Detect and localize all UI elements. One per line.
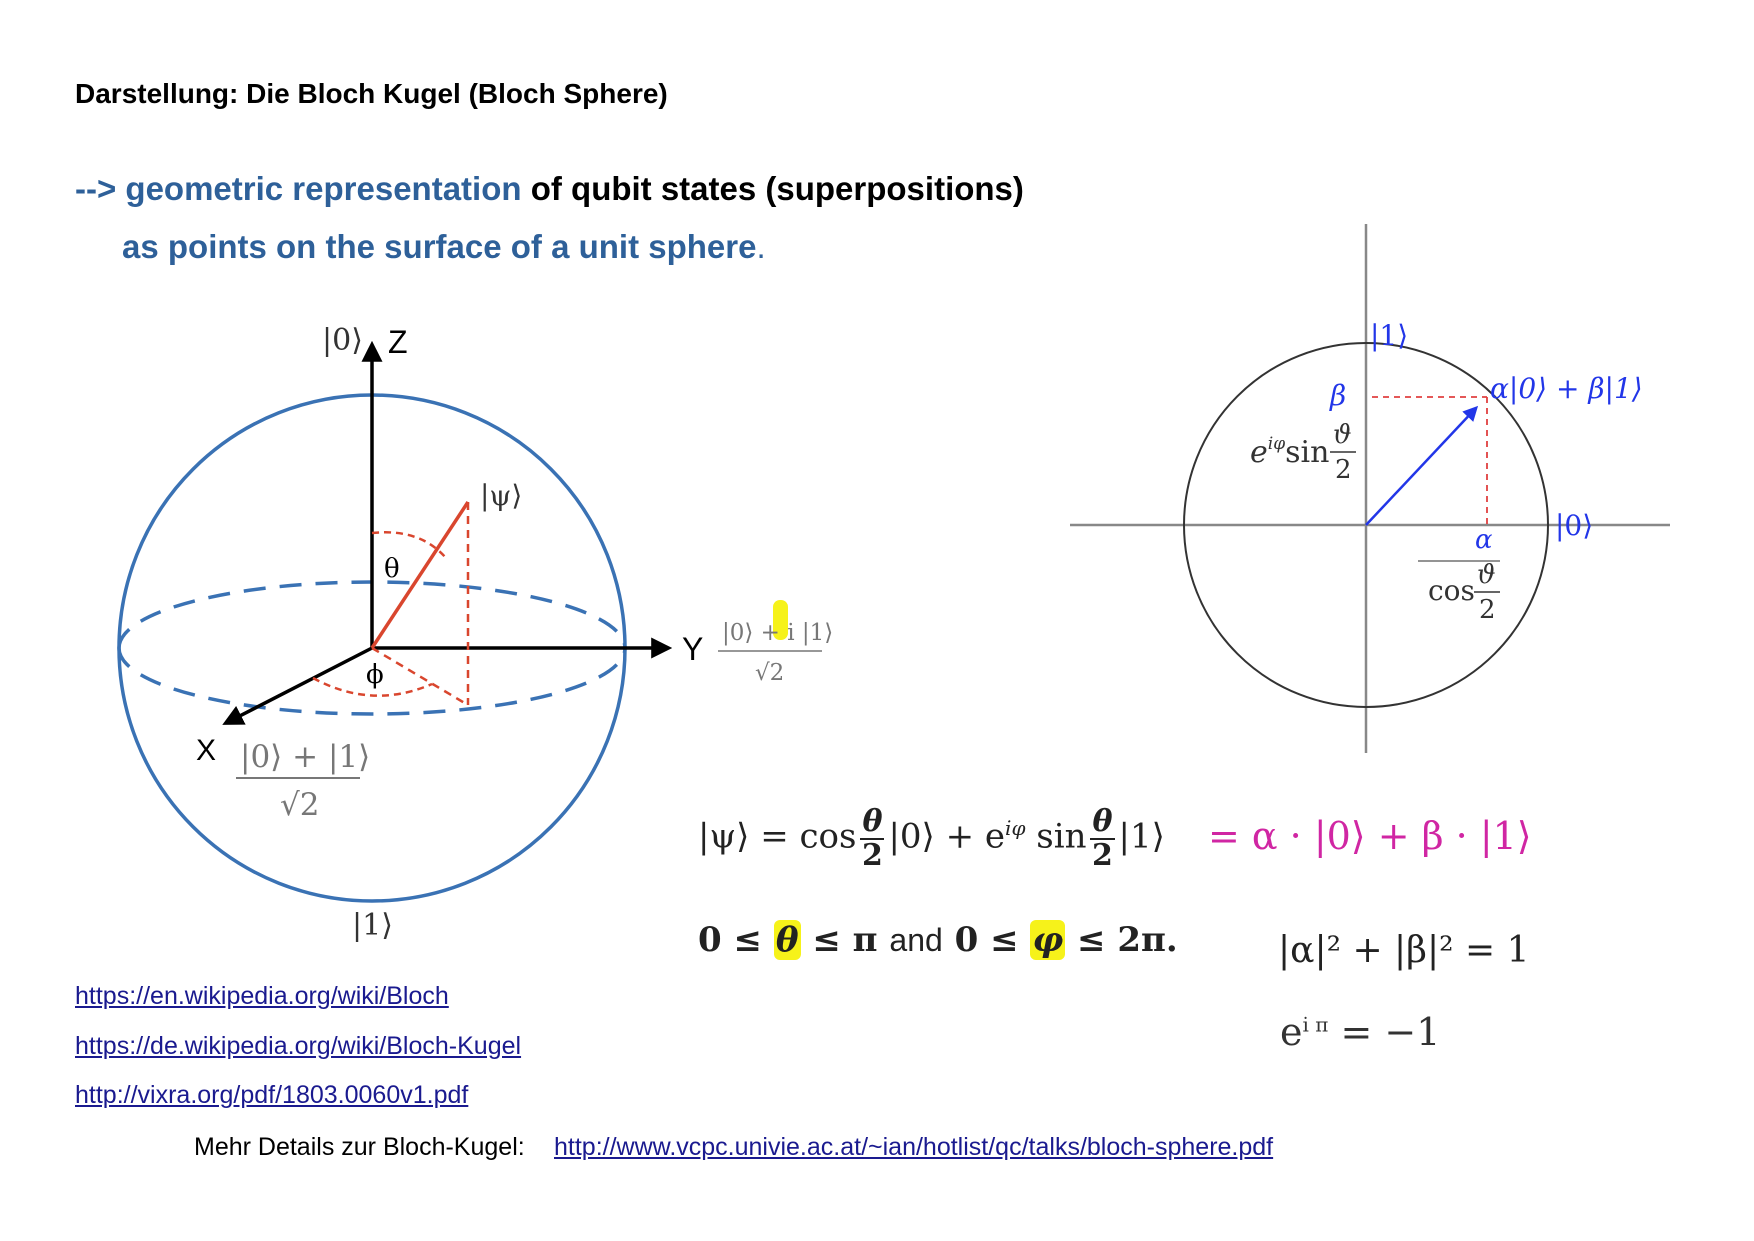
sin-frac-den: 2 — [1335, 455, 1352, 485]
psi-sin: sin — [1025, 816, 1087, 857]
circle-ket1-label: |1⟩ — [1370, 319, 1408, 352]
sin-frac-num: ϑ — [1333, 420, 1352, 450]
psi-ket0-plus: |0⟩ + e — [888, 816, 1006, 857]
range-part-a: 0 ≤ — [698, 920, 774, 960]
alpha-label: α — [1475, 525, 1493, 555]
x-label: X — [196, 734, 216, 767]
unit-circle — [1183, 342, 1549, 708]
euler-base: e — [1280, 1010, 1303, 1054]
sin-function: sin — [1285, 435, 1329, 470]
phi-label: ϕ — [366, 660, 384, 690]
bloch-sphere: |0⟩ Z |ψ⟩ θ ϕ Y X |1⟩ |0⟩ + i |1⟩ √2 |0⟩… — [117, 323, 833, 943]
psi-lhs: |ψ⟩ = cos — [698, 816, 857, 857]
theta-label: θ — [384, 554, 400, 584]
link-wikipedia-de[interactable]: https://de.wikipedia.org/wiki/Bloch-Kuge… — [75, 1032, 522, 1060]
link-vixra[interactable]: http://vixra.org/pdf/1803.0060v1.pdf — [75, 1081, 469, 1109]
intro-rest: of qubit states (superpositions) — [521, 170, 1024, 207]
equator-front — [117, 647, 627, 716]
page-title: Darstellung: Die Bloch Kugel (Bloch Sphe… — [75, 78, 668, 109]
state-vector — [1365, 405, 1479, 526]
euler-rhs: = −1 — [1328, 1010, 1441, 1054]
cos-two: 2 — [862, 837, 883, 873]
intro-arrow: --> — [75, 170, 117, 207]
z-label: Z — [388, 324, 408, 360]
intro-dot: . — [756, 228, 766, 265]
psi-plane-projection — [371, 646, 469, 707]
euler-exponent: i π — [1302, 1012, 1329, 1037]
sphere-ket1-label: |1⟩ — [352, 908, 393, 943]
x-state-numerator: |0⟩ + |1⟩ — [240, 739, 370, 775]
range-formula: 0 ≤ θ ≤ π and 0 ≤ φ ≤ 2π. — [698, 920, 1178, 960]
x-state-denominator: √2 — [280, 787, 319, 823]
range-part-d: ≤ 2π. — [1065, 920, 1178, 960]
superposition-label: α|0⟩ + β|1⟩ — [1490, 372, 1643, 405]
cos-frac-den: 2 — [1479, 595, 1496, 625]
alpha-beta-formula: = α · |0⟩ + β · |1⟩ — [1208, 814, 1532, 858]
range-part-b: ≤ π — [800, 920, 890, 960]
link-bloch-sphere-pdf[interactable]: http://www.vcpc.univie.ac.at/~ian/hotlis… — [554, 1133, 1274, 1161]
intro-line-2: as points on the surface of a unit spher… — [122, 228, 766, 266]
details-label: Mehr Details zur Bloch-Kugel: — [194, 1133, 525, 1161]
intro-line-1: --> geometric representation of qubit st… — [75, 170, 1024, 208]
cos-function: cos — [1428, 574, 1475, 607]
sin-exponent: iφ — [1268, 434, 1285, 454]
range-theta: θ — [773, 920, 801, 960]
sin-two: 2 — [1092, 837, 1113, 873]
y-state-highlight — [773, 600, 788, 640]
cos-frac-num: ϑ — [1477, 560, 1496, 590]
psi-vector — [370, 501, 470, 649]
intro-line2-text: as points on the surface of a unit spher… — [122, 228, 757, 265]
sin-term: eiφsin — [1250, 434, 1329, 470]
y-state-denominator: √2 — [755, 660, 784, 686]
range-and: and — [889, 922, 943, 958]
y-label: Y — [682, 631, 703, 667]
circle-ket0-label: |0⟩ — [1555, 509, 1593, 542]
psi-label: |ψ⟩ — [480, 479, 522, 512]
intro-highlight: geometric representation — [125, 170, 522, 207]
cos-theta: θ — [860, 804, 885, 840]
sphere-ket0-label: |0⟩ — [322, 323, 363, 358]
beta-label: β — [1329, 379, 1346, 412]
phi-arc — [312, 676, 433, 697]
psi-exponent: iφ — [1005, 816, 1026, 841]
normalization-formula: |α|² + |β|² = 1 — [1278, 930, 1530, 971]
unit-circle-diagram: |1⟩ |0⟩ α|0⟩ + β|1⟩ β α eiφsin ϑ 2 cos ϑ… — [1070, 224, 1670, 753]
theta-arc — [371, 531, 447, 559]
range-phi: φ — [1030, 920, 1066, 960]
link-wikipedia-en[interactable]: https://en.wikipedia.org/wiki/Bloch — [75, 982, 449, 1010]
psi-ket1: |1⟩ — [1118, 816, 1165, 857]
sin-prefix: e — [1250, 435, 1268, 470]
y-state-numerator: |0⟩ + i |1⟩ — [722, 620, 833, 646]
sin-theta: θ — [1090, 804, 1115, 840]
x-axis — [222, 646, 373, 725]
range-part-c: 0 ≤ — [942, 920, 1031, 960]
euler-formula: ei π = −1 — [1280, 1010, 1440, 1054]
